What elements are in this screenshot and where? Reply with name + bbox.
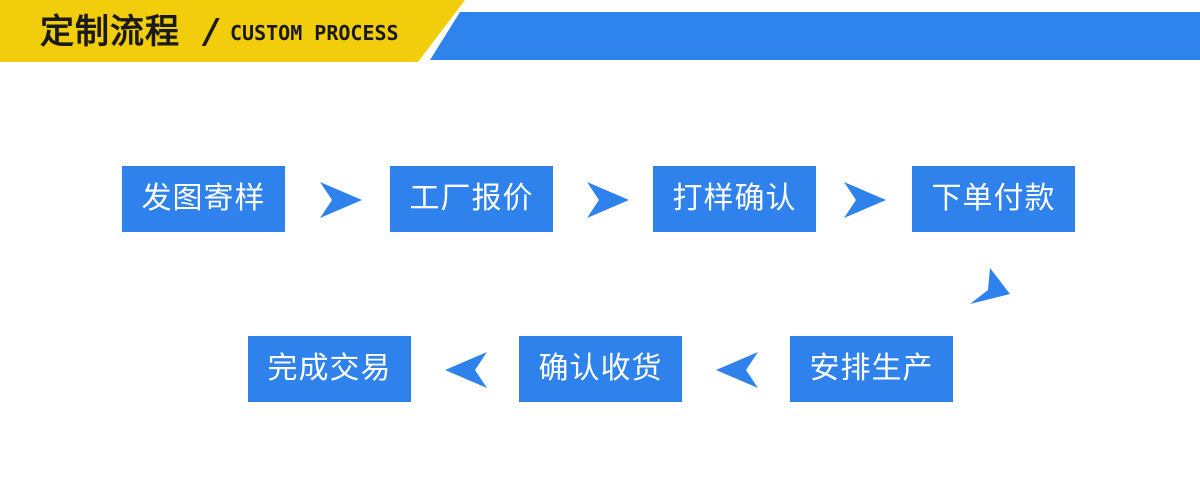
arrow-down-left-icon xyxy=(968,266,1012,306)
step-complete-deal: 完成交易 xyxy=(248,336,411,402)
section-header: 定制流程 / CUSTOM PROCESS xyxy=(0,0,1200,62)
arrow-left-icon xyxy=(443,350,489,390)
header-blue-band xyxy=(430,12,1200,60)
arrow-right-icon xyxy=(318,180,364,220)
header-title: 定制流程 xyxy=(40,12,180,52)
header-yellow-band xyxy=(0,0,465,62)
arrow-right-icon xyxy=(585,180,631,220)
arrow-right-icon xyxy=(842,180,888,220)
step-send-sample: 发图寄样 xyxy=(122,166,285,232)
step-proof-confirm: 打样确认 xyxy=(653,166,816,232)
arrow-left-icon xyxy=(714,350,760,390)
step-order-payment: 下单付款 xyxy=(912,166,1075,232)
step-factory-quote: 工厂报价 xyxy=(390,166,553,232)
step-confirm-receipt: 确认收货 xyxy=(519,336,682,402)
header-slash: / xyxy=(205,12,218,52)
step-production: 安排生产 xyxy=(790,336,953,402)
header-subtitle: CUSTOM PROCESS xyxy=(230,21,399,45)
